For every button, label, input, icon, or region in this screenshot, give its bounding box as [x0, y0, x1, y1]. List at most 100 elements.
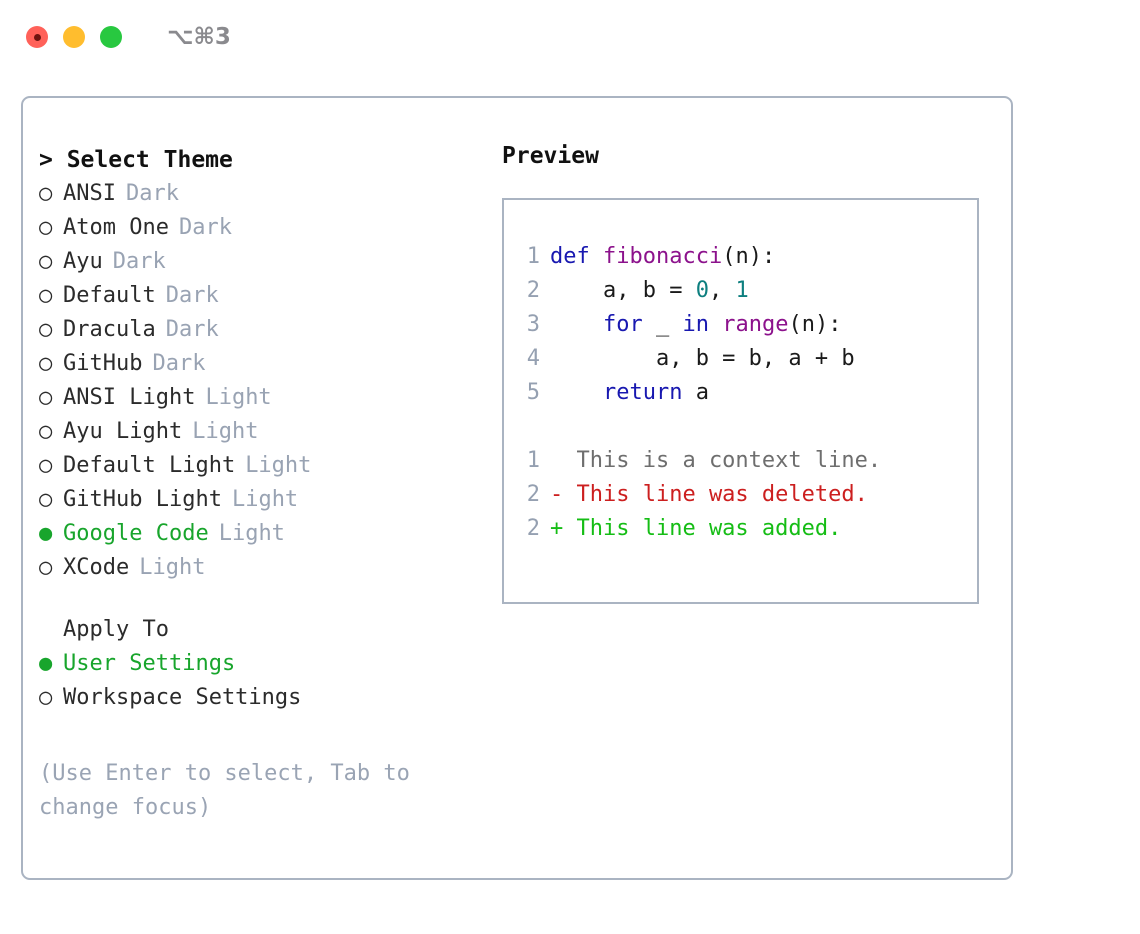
- radio-unselected-icon: ○: [39, 351, 53, 376]
- theme-variant-tag: Light: [192, 419, 259, 444]
- close-button-icon[interactable]: [26, 26, 48, 48]
- diff-line-number: 2: [526, 516, 540, 541]
- theme-variant-tag: Dark: [178, 215, 232, 240]
- theme-variant-tag: Light: [245, 453, 312, 478]
- code-token-kw: return: [602, 380, 683, 405]
- theme-option-ayu[interactable]: ○ Ayu Dark: [39, 245, 469, 279]
- code-token-plain: _: [642, 312, 683, 337]
- code-token-plain: (n):: [722, 244, 776, 269]
- code-token-fn: range: [722, 312, 789, 337]
- radio-unselected-icon: ○: [39, 249, 53, 274]
- diff-line-text: - This line was deleted.: [550, 482, 868, 507]
- theme-option-label: Dracula: [63, 317, 156, 342]
- theme-option-label: XCode: [63, 555, 130, 580]
- theme-option-label: ANSI: [63, 181, 116, 206]
- code-token-plain: ,: [708, 278, 736, 303]
- help-hint-text: (Use Enter to select, Tab to change focu…: [39, 761, 410, 820]
- preview-heading: Preview: [502, 143, 599, 169]
- code-line-text: a, b = b, a + b: [550, 342, 855, 376]
- theme-option-default[interactable]: ○ Default Dark: [39, 279, 469, 313]
- apply-to-heading: Apply To: [63, 617, 169, 642]
- diff-line-del: 2 - This line was deleted.: [504, 478, 977, 512]
- radio-selected-icon: ●: [39, 651, 53, 676]
- code-line-number: 5: [526, 380, 540, 405]
- radio-unselected-icon: ○: [39, 317, 53, 342]
- theme-variant-tag: Dark: [165, 283, 219, 308]
- theme-option-atom-one[interactable]: ○ Atom One Dark: [39, 211, 469, 245]
- theme-variant-tag: Light: [205, 385, 272, 410]
- code-line-text: for _ in range(n):: [550, 308, 841, 342]
- code-line-text: def fibonacci(n):: [550, 240, 775, 274]
- apply-to-option-label: User Settings: [63, 651, 236, 676]
- theme-option-label: GitHub: [63, 351, 143, 376]
- code-token-kw: def: [550, 244, 603, 269]
- code-line-number: 4: [526, 346, 540, 371]
- theme-option-label: Atom One: [63, 215, 169, 240]
- diff-sample: 1 This is a context line. 2 - This line wa…: [504, 444, 977, 546]
- code-token-num: 1: [735, 278, 749, 303]
- radio-unselected-icon: ○: [39, 555, 53, 580]
- theme-option-ansi[interactable]: ○ ANSI Dark: [39, 177, 469, 211]
- diff-line-add: 2 + This line was added.: [504, 512, 977, 546]
- code-token-plain: [709, 312, 722, 337]
- diff-line-ctx: 1 This is a context line.: [504, 444, 977, 478]
- radio-unselected-icon: ○: [39, 181, 53, 206]
- theme-variant-tag: Dark: [125, 181, 179, 206]
- theme-option-xcode[interactable]: ○ XCode Light: [39, 551, 469, 585]
- code-line: 3 for _ in range(n):: [504, 308, 977, 342]
- minimize-button-icon[interactable]: [63, 26, 85, 48]
- code-token-plain: [550, 312, 603, 337]
- code-diff-spacer: [504, 410, 977, 444]
- theme-option-label: Google Code: [63, 521, 209, 546]
- code-token-plain: [550, 380, 603, 405]
- theme-variant-tag: Dark: [165, 317, 219, 342]
- radio-unselected-icon: ○: [39, 215, 53, 240]
- theme-option-ayu-light[interactable]: ○ Ayu Light Light: [39, 415, 469, 449]
- theme-variant-tag: Dark: [152, 351, 206, 376]
- theme-variant-tag: Light: [231, 487, 299, 512]
- code-line-number: 2: [526, 278, 540, 303]
- code-token-plain: a: [682, 380, 709, 405]
- code-token-kw: in: [682, 312, 709, 337]
- apply-to-option-label: Workspace Settings: [63, 685, 302, 710]
- code-token-kw: for: [602, 312, 643, 337]
- theme-option-label: Default: [63, 283, 156, 308]
- diff-line-number: 2: [526, 482, 540, 507]
- code-line: 4 a, b = b, a + b: [504, 342, 977, 376]
- theme-variant-tag: Dark: [112, 249, 166, 274]
- code-line-number: 1: [526, 244, 540, 269]
- apply-to-section: Apply To ● User Settings ○ Workspace Settin…: [39, 613, 469, 715]
- theme-option-label: Ayu: [63, 249, 103, 274]
- radio-unselected-icon: ○: [39, 453, 53, 478]
- theme-option-github[interactable]: ○ GitHub Dark: [39, 347, 469, 381]
- apply-to-option-user-settings[interactable]: ● User Settings: [39, 647, 469, 681]
- apply-to-option-workspace-settings[interactable]: ○ Workspace Settings: [39, 681, 469, 715]
- diff-line-text: This is a context line.: [550, 448, 882, 473]
- theme-option-dracula[interactable]: ○ Dracula Dark: [39, 313, 469, 347]
- keyboard-shortcut-label: ⌥⌘3: [167, 24, 231, 50]
- apply-to-option-list: ● User Settings ○ Workspace Settings: [39, 647, 469, 715]
- code-token-fn: fibonacci: [602, 244, 723, 269]
- radio-unselected-icon: ○: [39, 283, 53, 308]
- zoom-button-icon[interactable]: [100, 26, 122, 48]
- theme-option-label: Ayu Light: [63, 419, 183, 444]
- diff-line-text: + This line was added.: [550, 516, 842, 541]
- radio-unselected-icon: ○: [39, 685, 53, 710]
- radio-unselected-icon: ○: [39, 419, 53, 444]
- code-token-num: 0: [695, 278, 709, 303]
- theme-variant-tag: Light: [139, 555, 206, 580]
- radio-selected-icon: ●: [39, 521, 53, 546]
- radio-unselected-icon: ○: [39, 385, 53, 410]
- code-token-plain: (n):: [788, 312, 842, 337]
- code-line: 1 def fibonacci(n):: [504, 240, 977, 274]
- code-line-text: return a: [550, 376, 709, 410]
